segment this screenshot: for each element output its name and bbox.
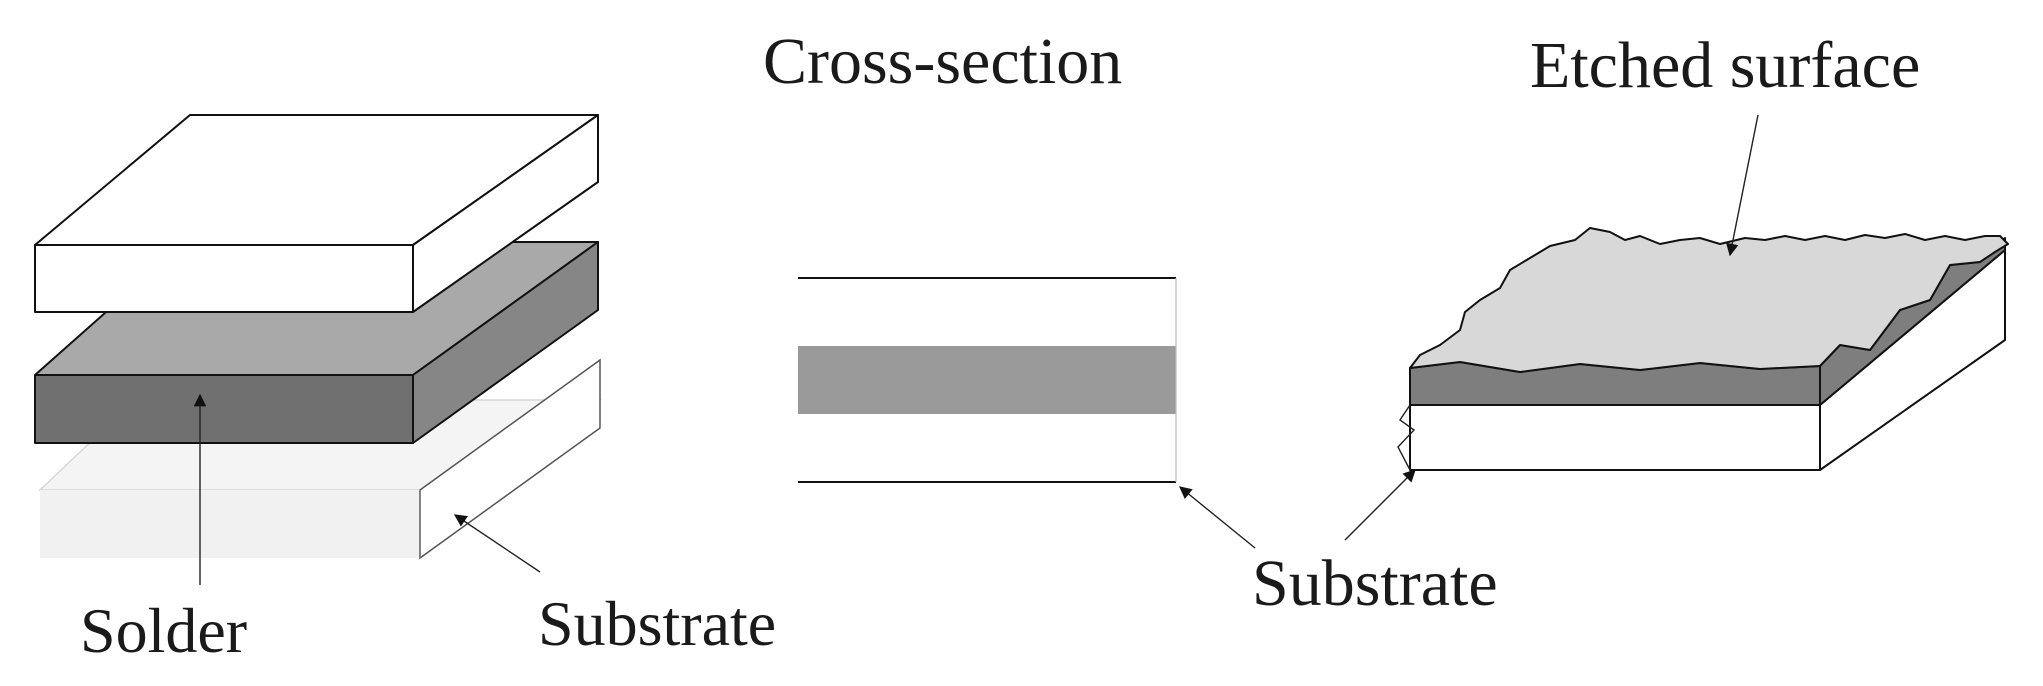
etched-surface-leader-arrow bbox=[1726, 114, 1759, 257]
substrate-label-left: Substrate bbox=[538, 588, 776, 659]
bottom-substrate-front bbox=[40, 490, 420, 558]
exploded-assembly: Solder Substrate bbox=[34, 114, 776, 666]
top-substrate-front-face bbox=[34, 244, 414, 313]
top-substrate-side-face bbox=[412, 114, 599, 313]
substrate-leader-arrow-middle bbox=[1179, 486, 1256, 549]
solder-label: Solder bbox=[80, 595, 247, 666]
etched-sample: Etched surface Substrate bbox=[1252, 29, 2009, 620]
cross-section-solder-band bbox=[798, 346, 1176, 414]
substrate-leader-arrow-right bbox=[1344, 469, 1416, 541]
etched-top-surface bbox=[1409, 227, 2009, 373]
top-substrate-block bbox=[34, 114, 599, 313]
substrate-label-right: Substrate bbox=[1252, 547, 1498, 620]
cross-section-view: Cross-section bbox=[763, 25, 1256, 549]
break-line bbox=[1397, 404, 1416, 471]
cross-section-upper-substrate bbox=[798, 278, 1176, 346]
etched-substrate-front bbox=[1409, 404, 1821, 471]
cross-section-label: Cross-section bbox=[763, 25, 1122, 98]
cross-section-lower-substrate bbox=[798, 414, 1176, 482]
etched-surface-label: Etched surface bbox=[1530, 29, 1920, 102]
solder-front-face bbox=[34, 374, 414, 444]
solder-side-face bbox=[412, 241, 599, 444]
substrate-leader-arrow-left bbox=[453, 514, 541, 573]
